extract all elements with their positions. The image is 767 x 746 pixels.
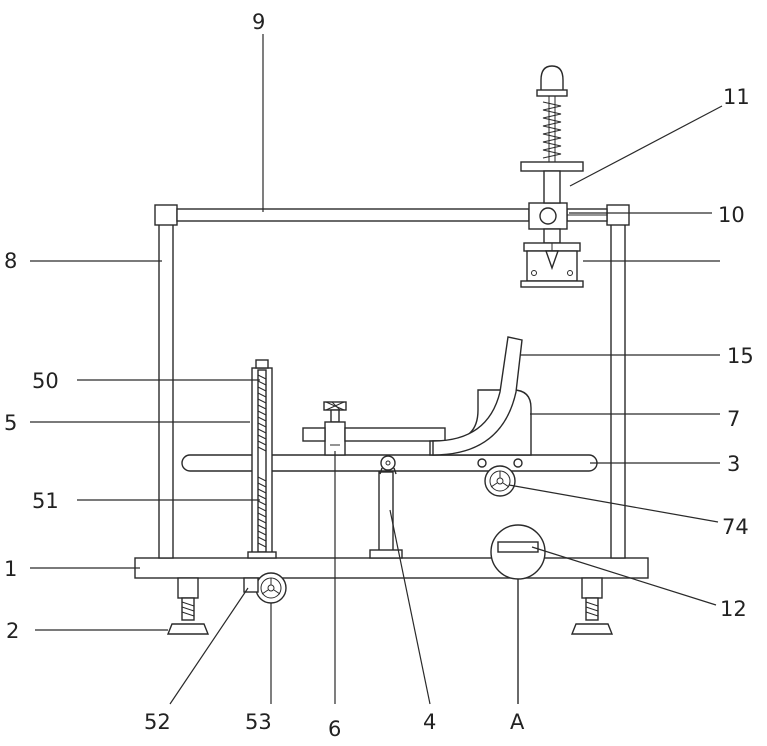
label-2: 2: [6, 619, 19, 643]
label-1: 1: [4, 557, 17, 581]
label-3: 3: [727, 452, 740, 476]
label-4: 4: [423, 710, 436, 734]
label-5: 5: [4, 411, 17, 435]
label-52: 52: [144, 710, 171, 734]
label-15: 15: [727, 344, 754, 368]
label-10: 10: [718, 203, 745, 227]
detail-circle-a: [491, 525, 545, 704]
label-8: 8: [4, 249, 17, 273]
label-7: 7: [727, 407, 740, 431]
label-51: 51: [32, 489, 59, 513]
lift-column: [248, 360, 276, 558]
left-post: [155, 205, 177, 558]
label-12: 12: [720, 597, 747, 621]
clamp-6: [324, 402, 346, 455]
slide-block: [529, 203, 567, 229]
press-assembly: [521, 66, 583, 287]
label-11: 11: [723, 85, 750, 109]
right-post: [607, 205, 629, 558]
hand-wheel-53: [244, 573, 286, 603]
base-plate: [135, 558, 648, 578]
label-9: 9: [252, 10, 265, 34]
label-a: A: [510, 710, 525, 734]
label-50: 50: [32, 369, 59, 393]
label-53: 53: [245, 710, 272, 734]
right-foot: [572, 578, 612, 634]
label-6: 6: [328, 717, 341, 741]
label-74: 74: [722, 515, 749, 539]
left-foot: [168, 578, 208, 634]
